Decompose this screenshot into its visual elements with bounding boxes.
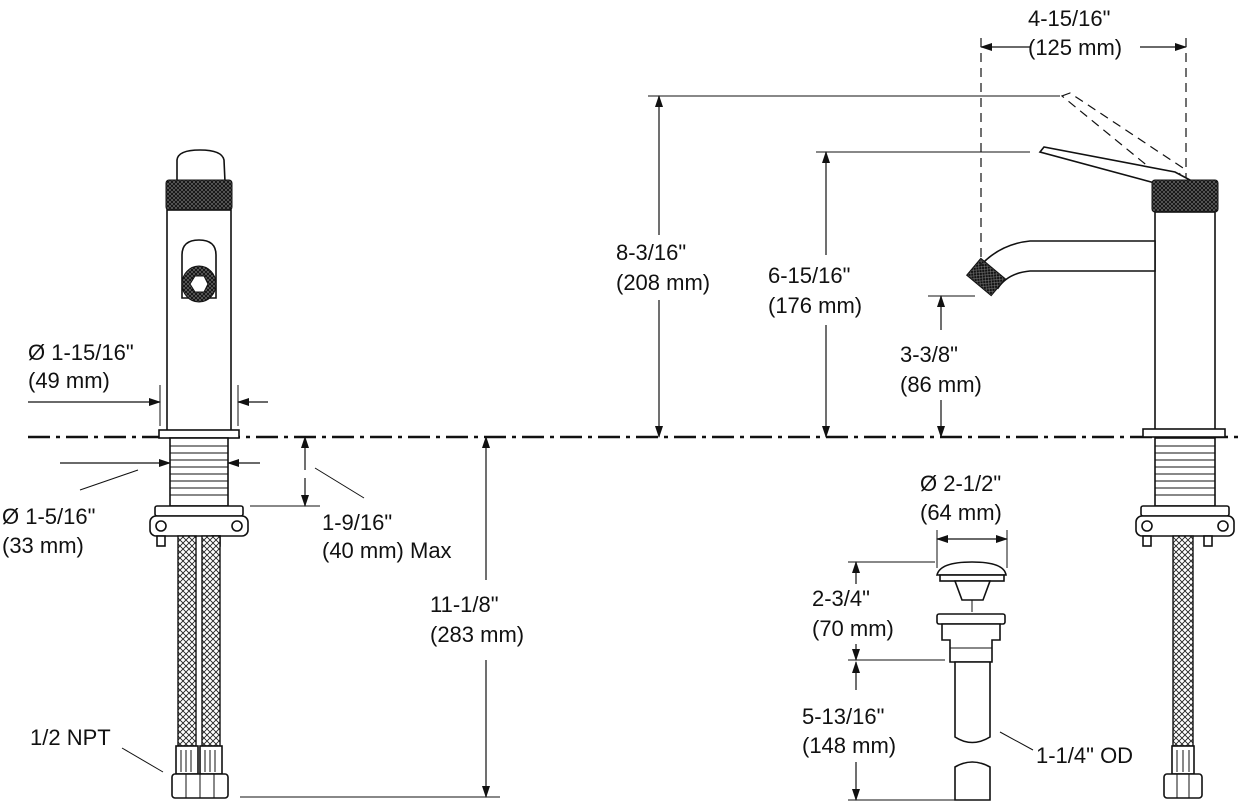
- spout-height-metric: (86 mm): [900, 372, 982, 397]
- spout-reach-imperial: 4-15/16": [1028, 6, 1110, 31]
- drain-upper-metric: (70 mm): [812, 616, 894, 641]
- spout-height-imperial: 3-3/8": [900, 342, 958, 367]
- dim-max-deck-thickness: [250, 436, 365, 507]
- faucet-front-view: [149, 149, 249, 799]
- dim-drain-upper: [848, 561, 945, 661]
- spout-diameter-imperial: Ø 1-15/16": [28, 340, 134, 365]
- handle-closed-height-metric: (176 mm): [768, 293, 862, 318]
- dim-shank-diameter: [60, 459, 260, 491]
- drain-tail-imperial: 5-13/16": [802, 704, 884, 729]
- shank-diameter-imperial: Ø 1-5/16": [2, 504, 95, 529]
- drain-upper-imperial: 2-3/4": [812, 586, 870, 611]
- dim-spout-diameter: [28, 385, 268, 426]
- handle-knurl-ring: [165, 179, 233, 211]
- drain-diameter-imperial: Ø 2-1/2": [920, 471, 1001, 496]
- supply-hose-left: [177, 535, 197, 747]
- dim-drain-diameter: [936, 530, 1008, 568]
- supply-connection-label: 1/2 NPT: [30, 725, 111, 750]
- handle-open-height-metric: (208 mm): [616, 270, 710, 295]
- deck-thickness-metric: (40 mm) Max: [322, 538, 452, 563]
- drain-diameter-metric: (64 mm): [920, 500, 1002, 525]
- dim-spout-height: [928, 295, 975, 438]
- shank-diameter-metric: (33 mm): [2, 533, 84, 558]
- supply-hose-right: [201, 535, 221, 747]
- spout-diameter-metric: (49 mm): [28, 368, 110, 393]
- handle-open-height-imperial: 8-3/16": [616, 240, 686, 265]
- drain-tailpiece: [954, 661, 991, 744]
- side-aerator: [965, 257, 1007, 297]
- drain-tail-metric: (148 mm): [802, 733, 896, 758]
- overall-below-deck-imperial: 11-1/8": [430, 592, 499, 617]
- dim-drain-tail: [848, 661, 955, 801]
- faucet-side-view: [965, 92, 1235, 799]
- side-handle-knurl-ring: [1151, 179, 1219, 213]
- spout-reach-metric: (125 mm): [1028, 35, 1122, 60]
- handle-closed-height-imperial: 6-15/16": [768, 263, 850, 288]
- dim-overall-below-deck: [240, 436, 500, 798]
- overall-below-deck-metric: (283 mm): [430, 622, 524, 647]
- pop-up-drain: [935, 561, 1007, 801]
- tailpiece-od-label: 1-1/4" OD: [1036, 743, 1133, 768]
- dim-handle-closed-height: [816, 151, 1030, 438]
- dim-handle-open-height: [648, 95, 1060, 438]
- deck-thickness-imperial: 1-9/16": [322, 510, 392, 535]
